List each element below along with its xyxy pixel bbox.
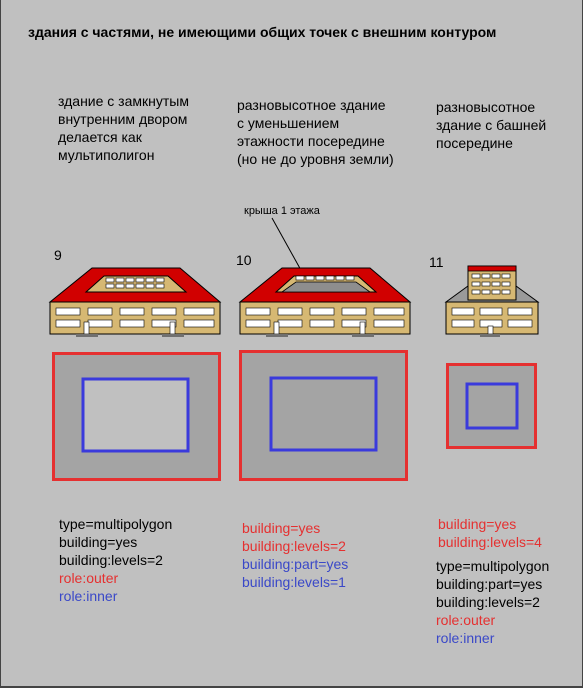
tags-11-top: building=yes building:levels=4: [438, 515, 542, 551]
outline-diagram-9: [52, 352, 221, 481]
tag-line: type=multipolygon: [436, 558, 550, 574]
description-line: здание с замкнутым: [58, 93, 189, 109]
tag-line: role:inner: [436, 630, 495, 646]
building-illustration-10: [238, 267, 412, 337]
outline-diagram-10: [239, 350, 408, 481]
tag-line: building:levels=2: [59, 552, 163, 568]
tags-9: type=multipolygon building=yes building:…: [59, 515, 172, 605]
tag-line: building:levels=4: [438, 534, 542, 550]
building-illustration-11: [444, 265, 540, 337]
frame-bottom-edge: [0, 686, 583, 688]
tag-line: building:part=yes: [436, 576, 543, 592]
tag-line: role:outer: [436, 612, 496, 628]
tag-line: building=yes: [59, 534, 138, 550]
tag-line: building:levels=2: [242, 538, 346, 554]
description-line: этажности посередине: [237, 133, 385, 149]
tag-line: role:outer: [59, 570, 119, 586]
description-line: посередине: [436, 135, 513, 151]
description-line: (но не до уровня земли): [237, 151, 394, 167]
tags-10: building=yes building:levels=2 building:…: [242, 519, 348, 591]
description-10: разновысотное здание с уменьшением этажн…: [237, 96, 394, 168]
callout-label: крыша 1 этажа: [244, 205, 320, 217]
description-line: с уменьшением: [237, 115, 340, 131]
description-line: делается как: [58, 129, 142, 145]
tag-line: building:levels=1: [242, 574, 346, 590]
description-line: внутренним двором: [58, 111, 188, 127]
description-line: разновысотное: [436, 99, 536, 115]
description-line: разновысотное здание: [237, 97, 386, 113]
description-11: разновысотное здание с башней посередине: [436, 98, 546, 152]
tag-line: building:part=yes: [242, 556, 349, 572]
description-line: здание с башней: [436, 117, 547, 133]
tag-line: building=yes: [438, 516, 517, 532]
tag-line: type=multipolygon: [59, 516, 173, 532]
tags-11-bottom: type=multipolygon building:part=yes buil…: [436, 557, 549, 647]
example-number-9: 9: [54, 247, 62, 263]
description-9: здание с замкнутым внутренним двором дел…: [58, 92, 189, 164]
example-number-11: 11: [429, 254, 444, 270]
page-title: здания с частями, не имеющими общих точе…: [28, 24, 497, 40]
frame-left-edge: [0, 0, 1, 688]
tag-line: building:levels=2: [436, 594, 540, 610]
building-illustration-9: [48, 267, 222, 337]
outline-diagram-11: [446, 363, 537, 449]
tag-line: role:inner: [59, 588, 118, 604]
example-number-10: 10: [236, 252, 252, 268]
tag-line: building=yes: [242, 520, 321, 536]
description-line: мультиполигон: [58, 147, 155, 163]
